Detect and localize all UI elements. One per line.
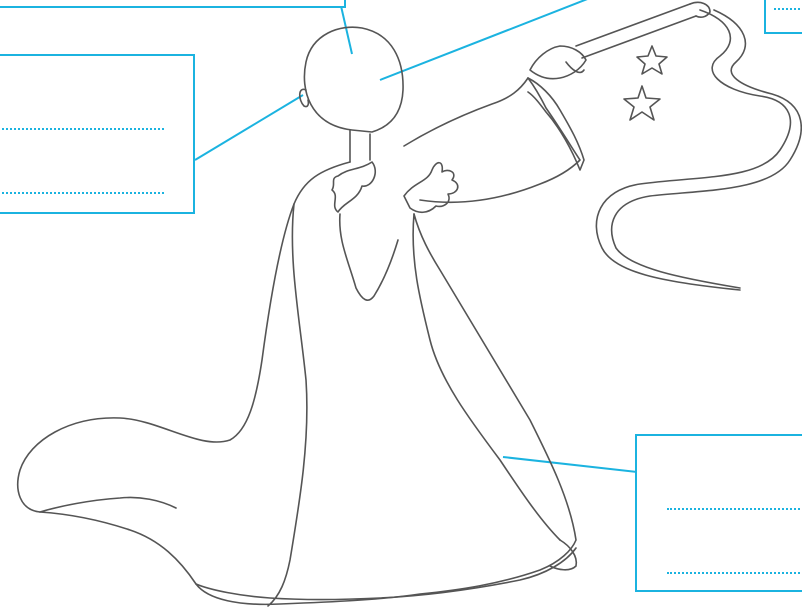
label-box-robe: [635, 434, 802, 592]
blank-line[interactable]: [2, 128, 164, 130]
open-hand-outline: [404, 163, 458, 213]
blank-line[interactable]: [2, 192, 164, 194]
magic-wand-icon: [576, 4, 696, 58]
label-box-ear: [0, 54, 195, 214]
blank-line[interactable]: [667, 508, 802, 510]
label-box-top-right: [764, 0, 802, 34]
robe-outline: [18, 162, 576, 604]
magic-swirl: [596, 10, 790, 290]
star-icon: [637, 46, 667, 74]
blank-line[interactable]: [667, 572, 802, 574]
label-box-top-left: [0, 0, 346, 8]
head-outline: [304, 27, 403, 132]
star-icon: [624, 86, 660, 120]
blank-line: [774, 8, 802, 10]
